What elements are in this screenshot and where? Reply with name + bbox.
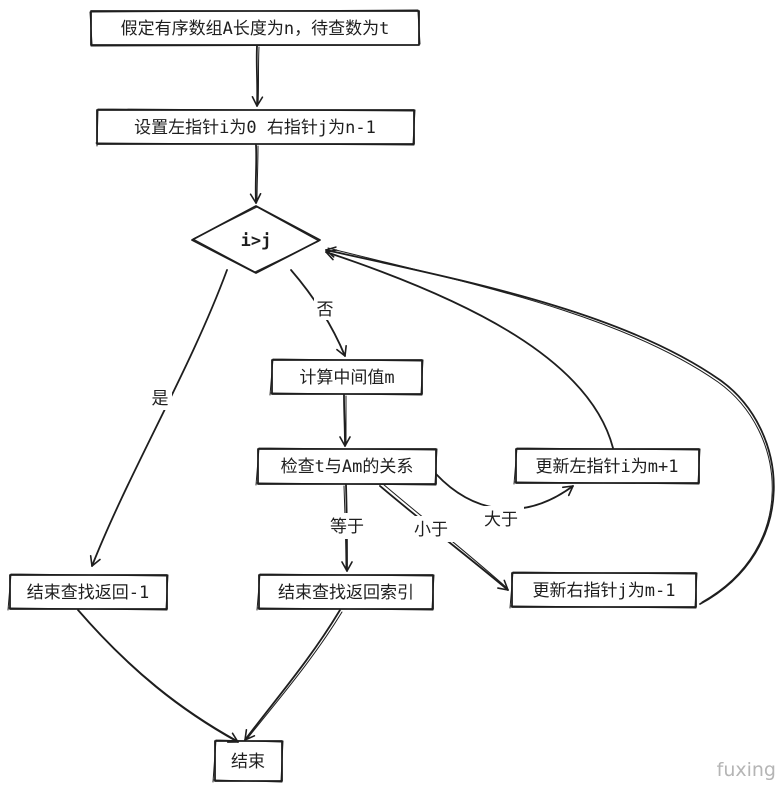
edge-mid-check: [339, 394, 351, 447]
found-box: [256, 573, 435, 611]
init-box: [95, 108, 416, 147]
edge-label-greater: 大于: [484, 510, 518, 530]
right-text: 更新右指针j为m-1: [533, 581, 676, 601]
check-text: 检查t与Am的关系: [281, 457, 414, 477]
decision-diamond: [191, 205, 321, 274]
edge-found-end: [244, 609, 341, 741]
start-box: [89, 9, 421, 47]
end-text: 结束: [231, 752, 265, 772]
init-text: 设置左指针i为0 右指针j为n-1: [134, 118, 376, 138]
found-text: 结束查找返回索引: [278, 583, 414, 603]
notfound-text: 结束查找返回-1: [27, 583, 149, 603]
left-text: 更新左指针i为m+1: [536, 457, 679, 477]
edge-check-left: [435, 473, 574, 510]
edge-start-init: [251, 45, 264, 107]
end-box: [212, 739, 284, 783]
edge-cond-notfound: [89, 269, 228, 567]
edge-label-no: 否: [317, 300, 334, 320]
watermark: fuxing: [717, 759, 776, 781]
edge-right-cond: [325, 246, 775, 605]
edge-left-cond: [325, 249, 614, 449]
left-update-box: [513, 447, 701, 485]
edge-label-less: 小于: [414, 520, 448, 540]
notfound-box: [7, 573, 169, 611]
cond-text: i>j: [241, 231, 272, 251]
edge-init-cond: [249, 144, 262, 204]
edge-label-equal: 等于: [330, 517, 364, 537]
check-box: [255, 447, 438, 486]
edge-notfound-end: [77, 609, 239, 743]
mid-box: [269, 358, 424, 396]
mid-text: 计算中间值m: [299, 368, 394, 388]
edge-label-yes: 是: [152, 389, 169, 409]
start-text: 假定有序数组A长度为n，待查数为t: [121, 19, 390, 39]
right-update-box: [509, 571, 698, 609]
